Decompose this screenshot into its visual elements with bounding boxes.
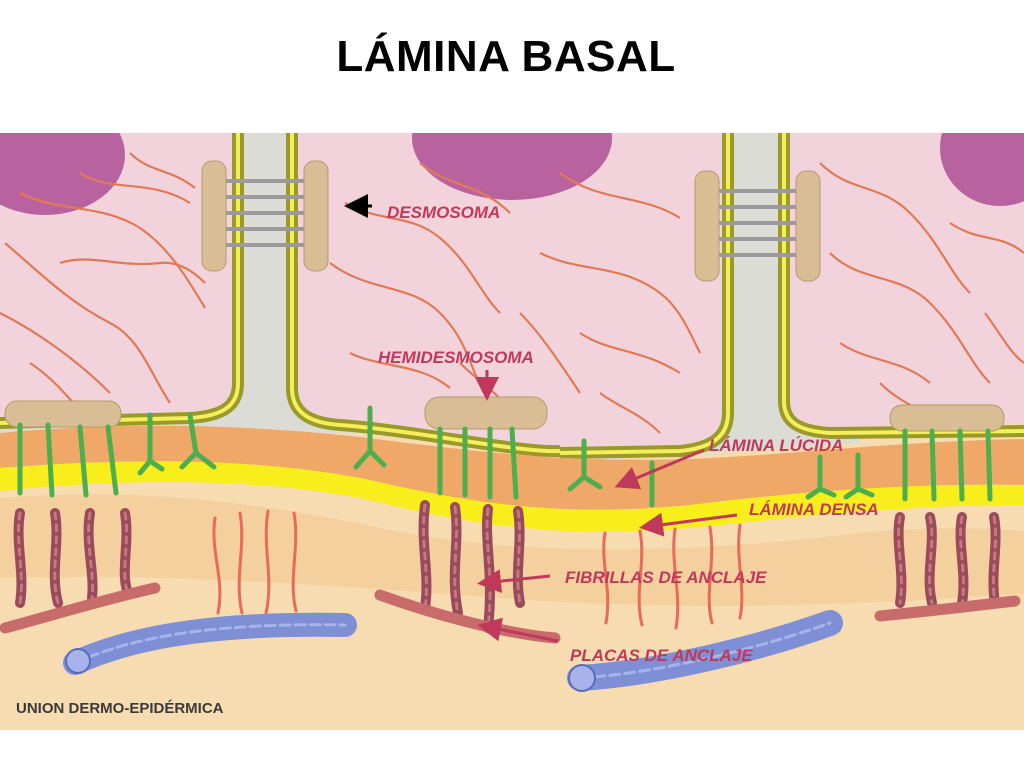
fibrillas-label: FIBRILLAS DE ANCLAJE [565, 568, 767, 587]
desmosome-left [201, 160, 329, 272]
lamina-lucida-arrow [614, 448, 705, 490]
nucleus-right [940, 133, 1024, 206]
diagram: DESMOSOMA HEMIDESMOSOMA LÁMINA LÚCIDA LÁ… [0, 133, 1024, 730]
anchoring-filaments [17, 405, 993, 508]
placas-arrow [477, 617, 559, 643]
upper-dermis-band [0, 494, 1024, 606]
desmosoma-label: DESMOSOMA [387, 203, 500, 222]
page-title: LÁMINA BASAL [336, 32, 676, 81]
nucleus-left [0, 133, 125, 215]
lamina-lucida-label: LÁMINA LÚCIDA [709, 436, 843, 455]
fibrillas-arrow [477, 569, 551, 594]
lamina-densa [0, 461, 1024, 532]
hemidesmosome-plaque-right [889, 404, 1005, 432]
lamina-densa-label: LÁMINA DENSA [749, 500, 879, 519]
intercellular-gap-left [0, 133, 360, 433]
cell-membrane-right [559, 133, 1024, 459]
anchoring-fibrils [13, 500, 1001, 633]
hemidesmosome-plaque-center [424, 396, 548, 430]
hemidesmosoma-label: HEMIDESMOSOMA [378, 348, 534, 367]
keratin-filaments [0, 152, 1024, 434]
figure-caption: UNION DERMO-EPIDÉRMICA [16, 700, 224, 717]
lamina-densa-arrow [639, 512, 738, 537]
placas-label: PLACAS DE ANCLAJE [570, 646, 753, 665]
nucleus-center [412, 133, 612, 200]
hemidesmosome-plaque-left [4, 400, 122, 428]
desmosome-right [694, 170, 821, 282]
collagen-bundles [63, 610, 843, 692]
